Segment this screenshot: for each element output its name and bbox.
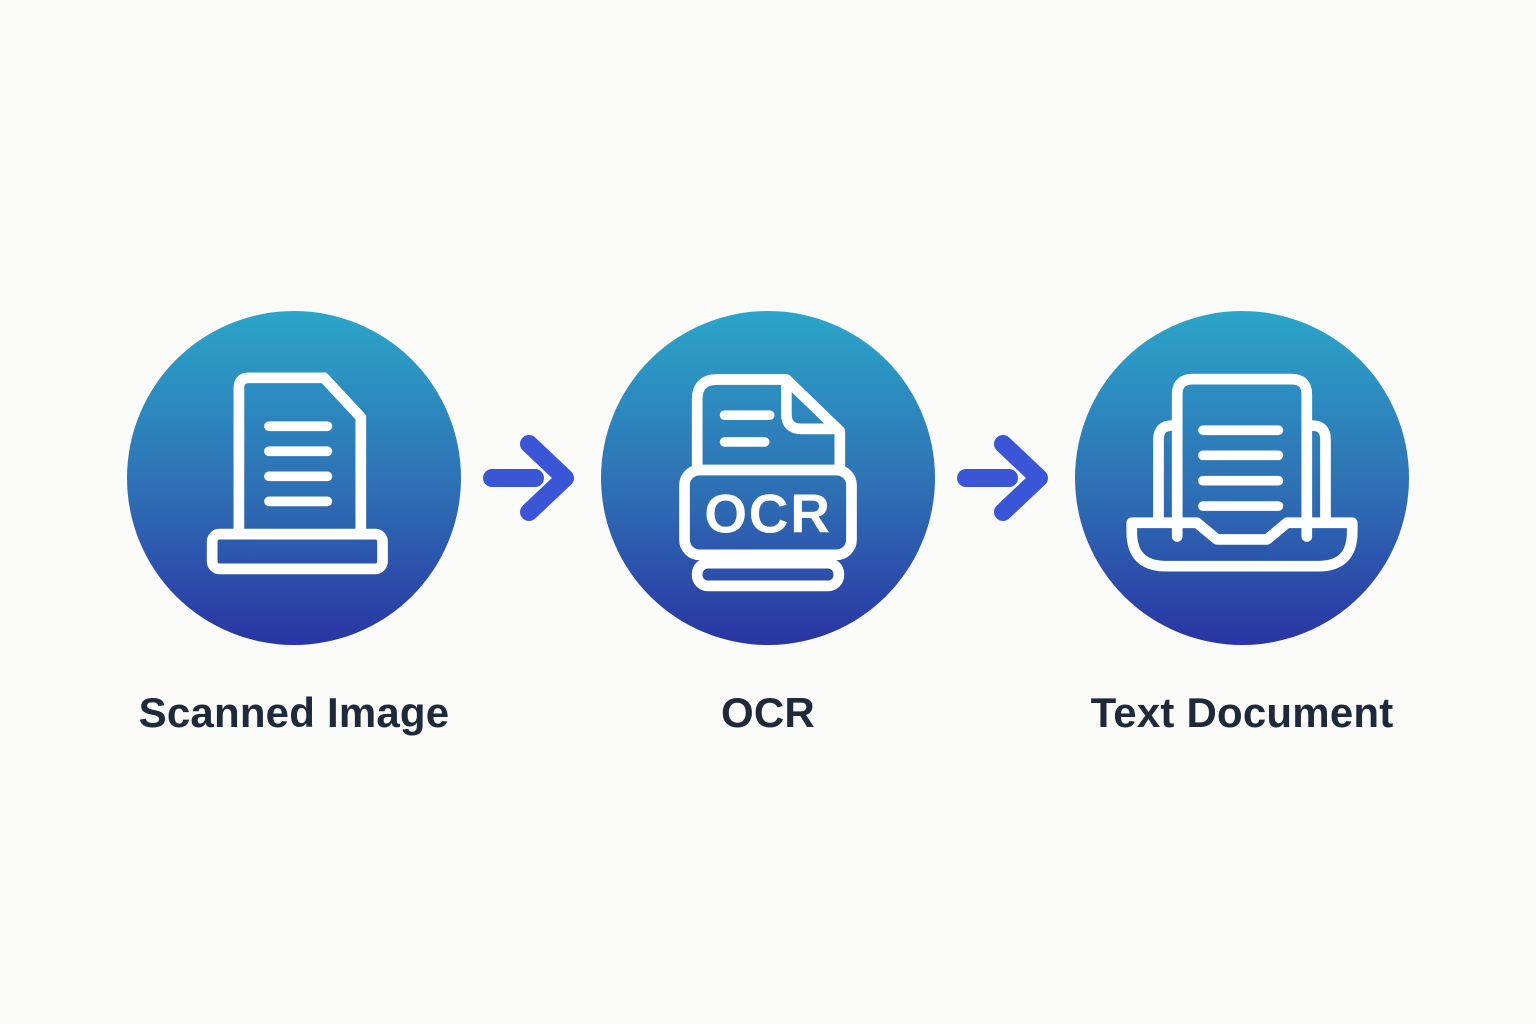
ocr-badge-text: OCR [704,482,831,544]
node-ocr: OCR OCR [601,311,935,737]
arrow-right-icon [483,435,574,521]
node-text-document: Text Document [1075,311,1409,737]
node-label-text-document: Text Document [1090,689,1394,736]
flow-arrow-2 [957,311,1053,645]
scanned-image-circle [127,311,461,645]
node-label-ocr: OCR [721,689,815,736]
text-document-icon [1126,373,1358,572]
ocr-circle: OCR [601,311,935,645]
ocr-file-icon: OCR [679,374,857,592]
process-flow: Scanned Image OCR OCR [0,311,1536,737]
node-scanned-image: Scanned Image [127,311,461,737]
text-document-circle [1075,311,1409,645]
scanned-image-icon [206,372,388,575]
node-label-scanned-image: Scanned Image [138,689,450,736]
flow-arrow-1 [483,311,579,645]
arrow-right-icon [957,435,1048,521]
